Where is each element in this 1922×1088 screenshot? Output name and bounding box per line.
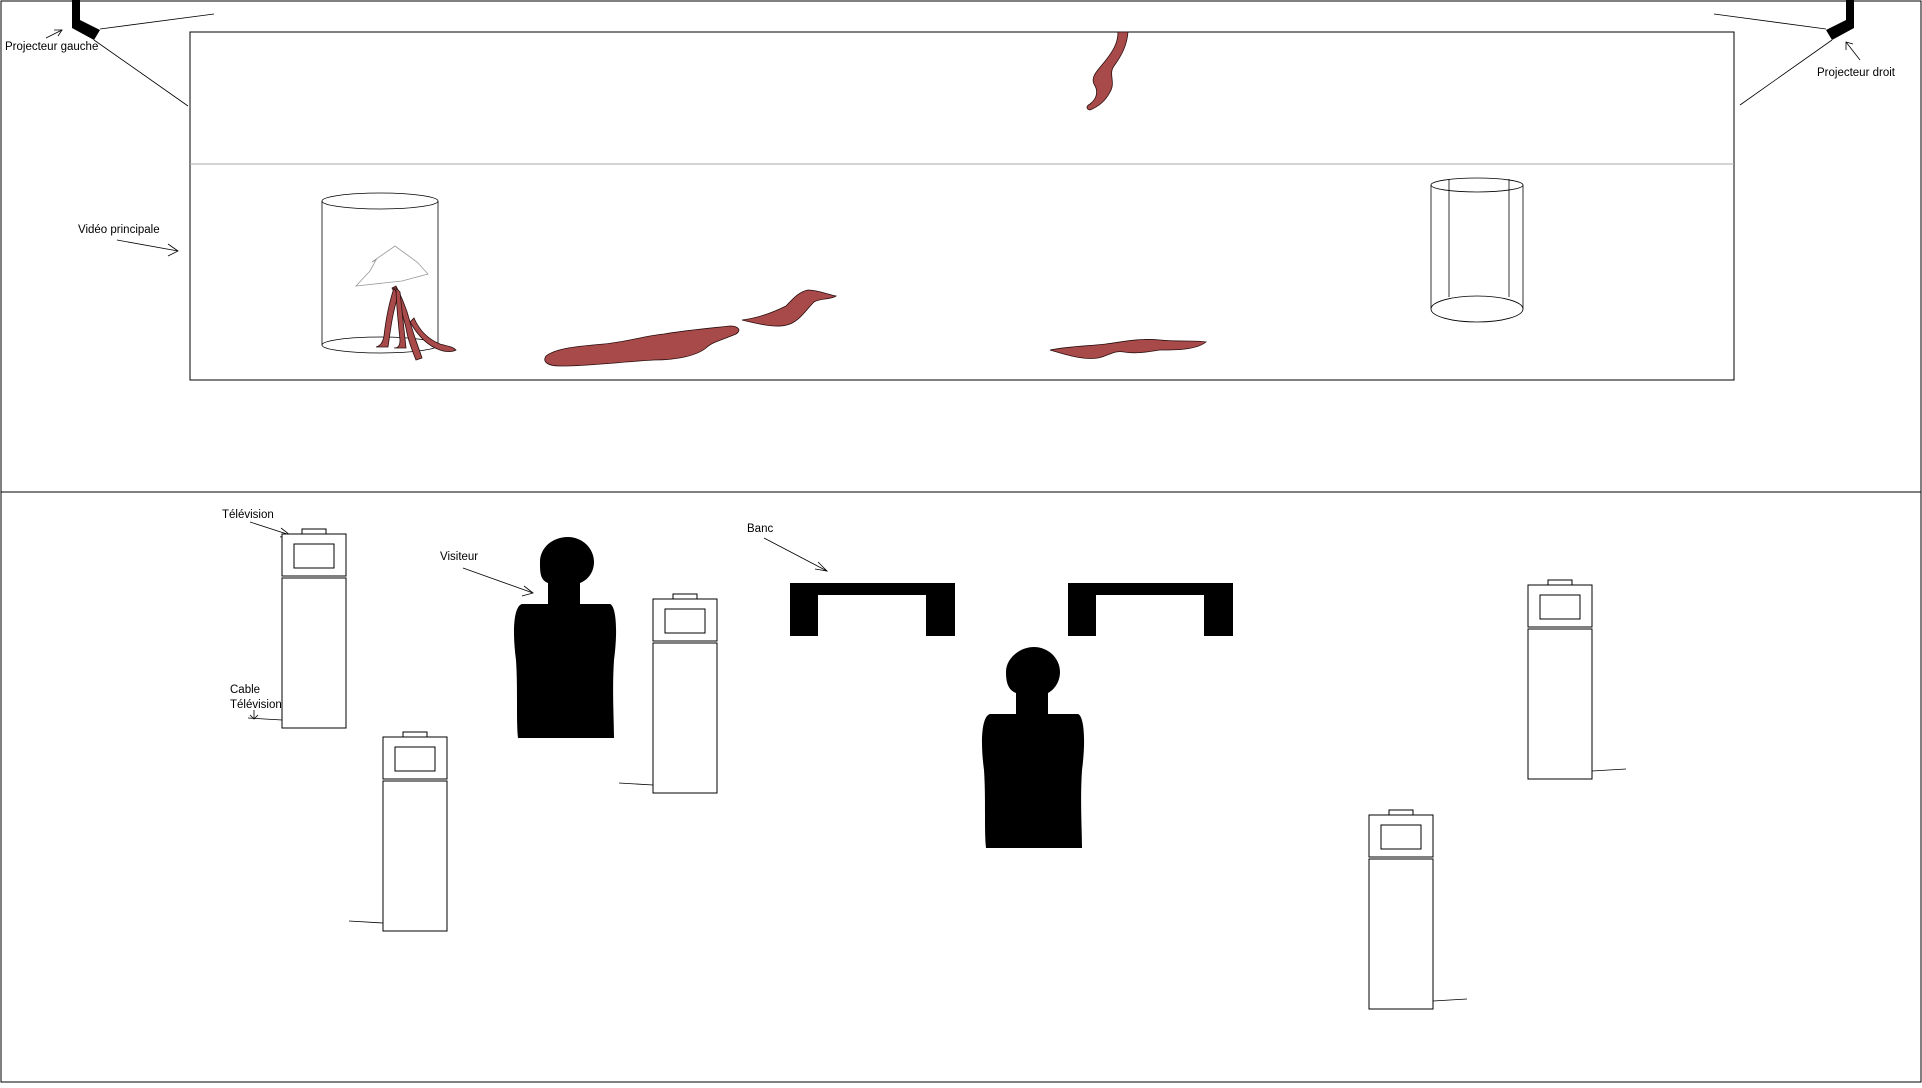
television-icon bbox=[618, 593, 718, 794]
left-projector-label: Projecteur gauche bbox=[5, 41, 98, 53]
right-projector-label-arrow bbox=[1845, 41, 1861, 61]
left-projector-label-arrow bbox=[45, 29, 63, 39]
cable-label-line2: Télévision bbox=[230, 699, 282, 711]
projection-screen bbox=[189, 31, 1735, 381]
visitor-silhouette-icon bbox=[514, 537, 617, 738]
main-video-label-arrow bbox=[116, 239, 179, 257]
hanging-creature bbox=[1086, 31, 1129, 111]
right-projector-label: Projecteur droit bbox=[1817, 67, 1896, 79]
visitor-label: Visiteur bbox=[440, 551, 478, 563]
main-video-label: Vidéo principale bbox=[78, 224, 160, 236]
floor-plan-frame bbox=[0, 491, 1922, 1083]
cable-label-line1: Cable bbox=[230, 684, 260, 696]
television-label: Télévision bbox=[222, 509, 274, 521]
television-units bbox=[247, 528, 1627, 1010]
floor-creature-flat bbox=[1049, 339, 1207, 359]
cylinder-creature bbox=[375, 285, 457, 361]
television-cable bbox=[348, 920, 384, 924]
floor-creature-small bbox=[741, 289, 838, 327]
bench-label-arrow bbox=[763, 537, 829, 572]
television-icon bbox=[1527, 579, 1627, 780]
glass-cylinder-left-icon bbox=[321, 192, 439, 354]
television-icon bbox=[348, 731, 448, 932]
floor-creature-long bbox=[544, 325, 740, 367]
television-cable bbox=[618, 782, 654, 786]
television-cable bbox=[247, 717, 283, 721]
visitor-label-arrow bbox=[462, 567, 534, 597]
glass-cylinder-right-icon bbox=[1430, 177, 1524, 323]
television-icon bbox=[1368, 809, 1468, 1010]
bench-icon bbox=[1068, 583, 1233, 636]
bench-label: Banc bbox=[747, 523, 773, 535]
visitor-silhouette-icon bbox=[982, 647, 1085, 848]
television-icon bbox=[247, 528, 347, 729]
cable-label-arrow bbox=[249, 710, 259, 720]
elevation-view-frame bbox=[0, 0, 1922, 493]
left-projector-icon bbox=[72, 0, 215, 107]
television-cable bbox=[1591, 768, 1627, 772]
right-projector-icon bbox=[1713, 0, 1854, 106]
television-cable bbox=[1432, 998, 1468, 1002]
bench-icon bbox=[790, 583, 955, 636]
